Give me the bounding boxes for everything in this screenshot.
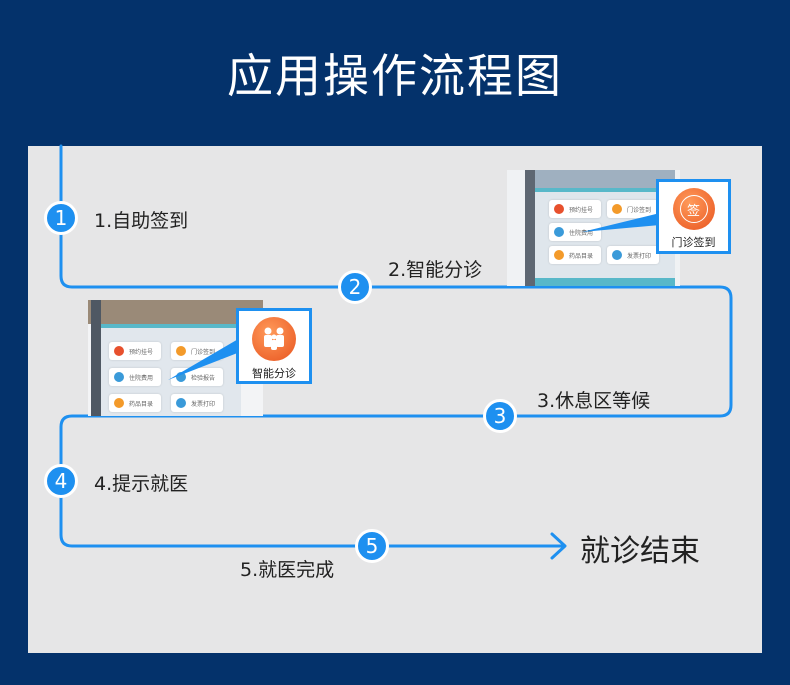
family-icon	[252, 317, 296, 361]
step-label-5: 5.就医完成	[240, 559, 335, 581]
checkin-badge-caption: 门诊签到	[671, 236, 716, 249]
flow-line	[59, 144, 733, 548]
step-label-1: 1.自助签到	[94, 210, 189, 232]
triage-kiosk-image: 预约挂号 门诊签到 住院费用 检验报告 药品目录 发票打印	[88, 300, 263, 416]
step-label-2: 2.智能分诊	[388, 259, 483, 281]
page-title: 应用操作流程图	[227, 49, 563, 103]
triage-badge-caption: 智能分诊	[252, 367, 296, 380]
end-label: 就诊结束	[580, 534, 700, 569]
step-number-1: 1	[44, 201, 78, 235]
step-number-3: 3	[483, 399, 517, 433]
step-number-4: 4	[44, 464, 78, 498]
checkin-badge: 签 门诊签到	[656, 179, 731, 254]
step-label-3: 3.休息区等候	[537, 390, 651, 412]
arrow-head-icon	[550, 532, 567, 560]
step-label-4: 4.提示就医	[94, 473, 189, 495]
step-number-5: 5	[355, 529, 389, 563]
sign-icon: 签	[672, 188, 715, 230]
triage-badge: 智能分诊	[236, 308, 312, 384]
step-number-2: 2	[338, 270, 372, 304]
